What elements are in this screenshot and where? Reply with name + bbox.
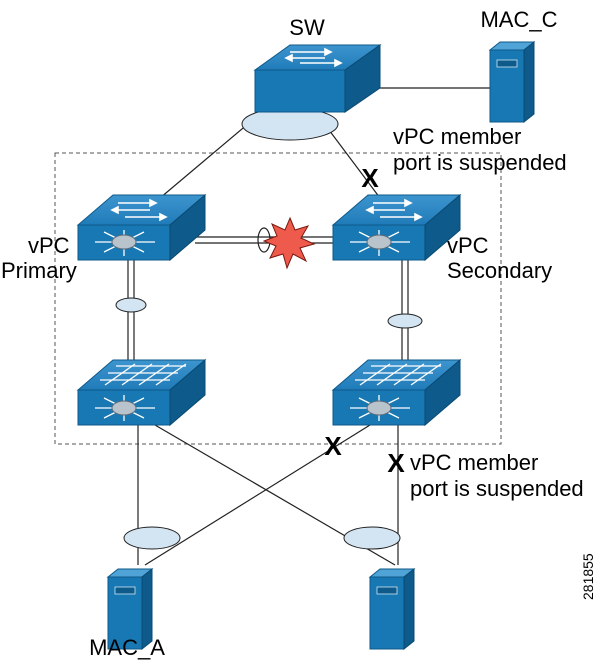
label-suspended-bottom-line1: vPC member [410,450,538,475]
x-mark-access-right-cross: X [324,431,342,461]
label-vpc-primary-line2: Primary [1,258,77,283]
switch-access-left-icon [76,358,207,427]
port-channel-sw [241,107,339,141]
label-vpc-secondary-line1: vPC [447,233,489,258]
switch-vpc-secondary-icon [331,193,462,262]
server-mac-c-icon [488,40,536,124]
port-channel-left-uplink [115,297,147,313]
label-vpc-secondary-line2: Secondary [447,258,552,283]
x-mark-sw-secondary: X [361,163,379,193]
x-mark-access-right-down: X [387,448,405,478]
label-suspended-bottom-line2: port is suspended [410,476,584,501]
label-suspended-top-line1: vPC member [393,124,521,149]
figure-id: 281855 [580,553,596,600]
switch-sw-icon [253,44,382,113]
failure-burst-icon [262,216,316,270]
link-sw-primary [159,117,256,199]
switch-vpc-primary-icon [76,193,207,262]
link-access-right-maca [144,424,371,566]
switch-access-right-icon [331,358,462,427]
label-vpc-primary-line1: vPC [28,233,70,258]
port-channel-right-uplink [387,313,423,329]
server-mac-a-icon [106,567,154,651]
vpc-domain-boundary [54,152,502,445]
label-suspended-top-line2: port is suspended [393,150,567,175]
port-channel-mac-a [123,526,181,550]
label-mac-a: MAC_A [89,635,165,660]
port-channel-bubbles [115,107,423,550]
label-mac-c: MAC_C [480,7,557,32]
port-channel-mac-b [343,526,401,550]
server-right-icon [368,567,416,651]
label-sw: SW [289,15,325,40]
